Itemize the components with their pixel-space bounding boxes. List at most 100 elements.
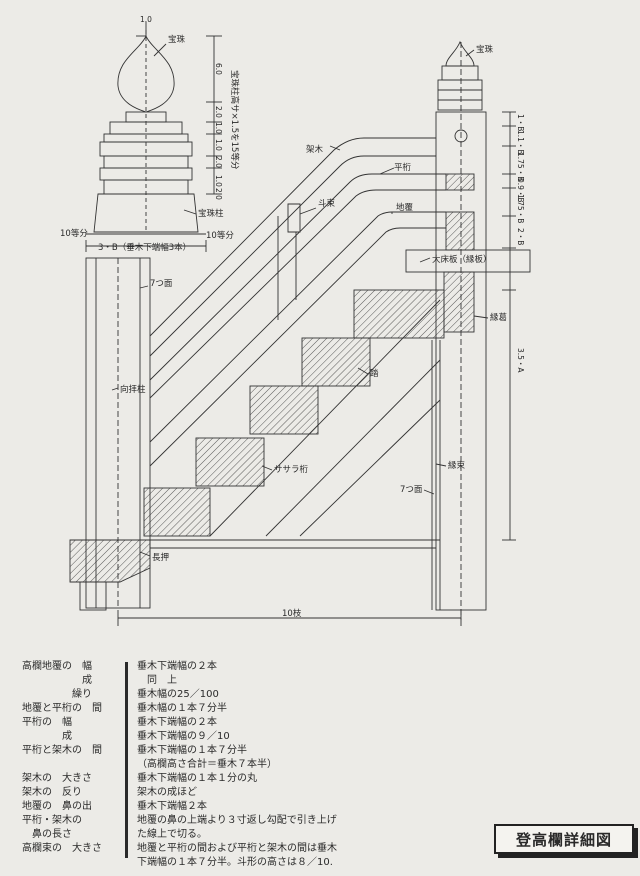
right-dimension-label: 3.5・A bbox=[516, 348, 525, 373]
spec-value: （高欄高さ合計＝垂木７本半） bbox=[137, 759, 277, 770]
spec-row: 下端幅の１本７分半。斗形の高さは８／10. bbox=[22, 856, 442, 870]
label-nageshi: 長押 bbox=[152, 552, 169, 563]
spec-row: 高欄地覆の 幅 垂木下端幅の２本 bbox=[22, 660, 442, 674]
spec-key: 高欄地覆の 幅 bbox=[22, 661, 92, 672]
label-jifuku: 地覆 bbox=[396, 202, 414, 213]
spec-value: 垂木下端幅の２本 bbox=[137, 717, 217, 728]
spec-key: 地覆と平桁の 間 bbox=[22, 703, 102, 714]
label-dan: 踏 bbox=[370, 368, 379, 379]
tread-2 bbox=[301, 337, 371, 387]
spec-key: 架木の 大きさ bbox=[22, 773, 92, 784]
label-hirageta: 平桁 bbox=[394, 162, 412, 173]
spec-row: 鼻の長さ た線上で切る。 bbox=[22, 828, 442, 842]
right-finial bbox=[445, 40, 475, 67]
spec-row: 地覆と平桁の 間 垂木幅の１本７分半 bbox=[22, 702, 442, 716]
spec-value: 垂木下端幅の９／10 bbox=[137, 731, 230, 742]
label-tenbun-right: 10等分 bbox=[206, 230, 234, 241]
right-dimension-group: 1・B1.1・B1.75・B0.9・B1.75・B2・B3.5・A bbox=[516, 114, 525, 373]
label-vertical-note: 宝珠柱高サ×1.5を15等分 bbox=[229, 70, 240, 170]
label-bottom-dim: 10枝 bbox=[282, 608, 302, 619]
label-hoshu-right: 宝珠 bbox=[476, 44, 494, 55]
label-engetsuka: 縁束 bbox=[448, 460, 466, 471]
spec-row: 高欄束の 大きさ 地覆と平桁の間および平桁と架木の間は垂木 bbox=[22, 842, 442, 856]
hirageta-rail bbox=[149, 173, 446, 381]
spec-key: 地覆の 鼻の出 bbox=[22, 801, 92, 812]
engeta bbox=[443, 271, 475, 333]
right-dimension-label: 1・B bbox=[516, 114, 525, 131]
spec-key: 平桁・架木の bbox=[22, 815, 82, 826]
spec-key: 平桁と架木の 間 bbox=[22, 745, 102, 756]
spec-key: 架木の 反り bbox=[22, 787, 82, 798]
label-top-dim: 1.0 bbox=[140, 15, 152, 24]
label-hoshu-pillar: 宝珠柱 bbox=[198, 208, 224, 219]
left-dimension-label: 2.0 bbox=[214, 106, 223, 118]
label-tenbun-left: 10等分 bbox=[60, 228, 88, 239]
label-width-note: 3・B（垂木下端幅3本） bbox=[98, 242, 191, 253]
spec-row: 平桁の 幅 垂木下端幅の２本 bbox=[22, 716, 442, 730]
label-hoshu-left: 宝珠 bbox=[168, 34, 186, 45]
spec-value: た線上で切る。 bbox=[137, 829, 207, 840]
label-mukaioshibashira: 向拝柱 bbox=[120, 384, 146, 395]
spec-key bbox=[22, 758, 125, 772]
spec-value: 垂木下端幅の１本１分の丸 bbox=[137, 773, 257, 784]
sasarageta bbox=[209, 299, 441, 537]
right-dimension-label: 1.75・B bbox=[516, 152, 525, 181]
spec-key: 成 bbox=[22, 675, 92, 686]
spec-key bbox=[22, 856, 125, 870]
left-dimension-label: 1.0 bbox=[214, 139, 223, 151]
tread-1 bbox=[353, 289, 445, 339]
spec-row: 成 同 上 bbox=[22, 674, 442, 688]
spec-key: 高欄束の 大きさ bbox=[22, 843, 102, 854]
spec-value: 地覆の鼻の上端より３寸返し勾配で引き上げ bbox=[137, 815, 337, 826]
tread-5 bbox=[143, 487, 211, 537]
tread-3 bbox=[249, 385, 319, 435]
tokyo-post bbox=[287, 203, 301, 233]
spec-value: 垂木幅の25／100 bbox=[137, 689, 219, 700]
spec-value: 架木の成ほど bbox=[137, 787, 197, 798]
spec-row: 平桁・架木の 地覆の鼻の上端より３寸返し勾配で引き上げ bbox=[22, 814, 442, 828]
left-dimension-label: 1.0 bbox=[214, 122, 223, 134]
left-dimension-label: 1.0 bbox=[214, 175, 223, 187]
spec-row: 成 垂木下端幅の９／10 bbox=[22, 730, 442, 744]
label-ooyukaita: 大床板（縁板） bbox=[432, 254, 492, 265]
spec-value: 垂木下端幅２本 bbox=[137, 801, 207, 812]
spec-row: （高欄高さ合計＝垂木７本半） bbox=[22, 758, 442, 772]
drawing-title: 登高欄詳細図 bbox=[494, 824, 634, 854]
spec-row: 架木の 大きさ 垂木下端幅の１本１分の丸 bbox=[22, 772, 442, 786]
label-sasarageta: ササラ桁 bbox=[274, 464, 309, 475]
kaboku-rail bbox=[149, 137, 436, 337]
right-dimension-label: 2・B bbox=[516, 228, 525, 245]
right-dimension-label: 1.75・B bbox=[516, 194, 525, 223]
tread-4 bbox=[195, 437, 265, 487]
spec-value: 垂木幅の１本７分半 bbox=[137, 703, 227, 714]
spec-value: 地覆と平桁の間および平桁と架木の間は垂木 bbox=[137, 843, 337, 854]
spec-value: 下端幅の１本７分半。斗形の高さは８／10. bbox=[137, 857, 333, 868]
left-dimension-label: 2.0 bbox=[214, 156, 223, 168]
spec-key: 平桁の 幅 bbox=[22, 717, 72, 728]
spec-row: 架木の 反り 架木の成ほど bbox=[22, 786, 442, 800]
spec-key: 成 bbox=[22, 731, 72, 742]
right-dimension-label: 0.9・B bbox=[516, 178, 525, 203]
spec-divider bbox=[125, 662, 128, 858]
spec-value: 垂木下端幅の１本７分半 bbox=[137, 745, 247, 756]
spec-row: 平桁と架木の 間 垂木下端幅の１本７分半 bbox=[22, 744, 442, 758]
label-tokyo: 斗束 bbox=[318, 199, 336, 209]
left-dimension-label: 6.0 bbox=[214, 63, 223, 75]
right-dimension-label: 1.1・B bbox=[516, 130, 525, 155]
label-engeta: 縁葛 bbox=[490, 312, 507, 323]
spec-key: 鼻の長さ bbox=[22, 829, 72, 840]
nageshi bbox=[69, 539, 151, 583]
spec-key: 繰り bbox=[22, 689, 92, 700]
label-nanatsumen-right: 7つ面 bbox=[400, 485, 423, 495]
label-kaboku: 架木 bbox=[306, 144, 324, 155]
label-nanatsumen-left: 7つ面 bbox=[150, 279, 173, 289]
stair-railing-drawing: 宝珠 宝珠柱 宝珠 架木 平桁 斗束 地覆 大床板（縁板） 縁葛 踏 ササラ桁 … bbox=[60, 15, 531, 626]
spec-row: 繰り 垂木幅の25／100 bbox=[22, 688, 442, 702]
spec-value: 同 上 bbox=[137, 675, 177, 686]
spec-row: 地覆の 鼻の出 垂木下端幅２本 bbox=[22, 800, 442, 814]
left-dimension-group: 6.02.01.01.02.01.02.0 bbox=[214, 63, 223, 200]
spec-value: 垂木下端幅の２本 bbox=[137, 661, 217, 672]
left-dimension-label: 2.0 bbox=[214, 188, 223, 200]
